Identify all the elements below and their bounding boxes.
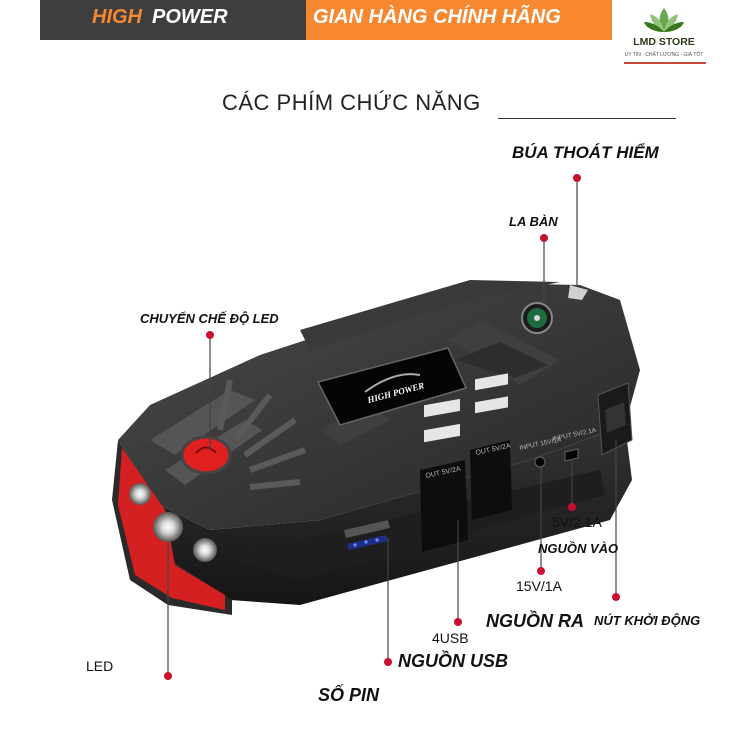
micro-usb-input-port[interactable]: [564, 448, 579, 462]
usb-port-4[interactable]: [475, 396, 508, 414]
battery-indicator: [344, 520, 390, 550]
brand-power-text: POWER: [152, 6, 228, 28]
logo-underline: [624, 62, 706, 64]
label-battery-level: SỐ PIN: [318, 685, 380, 705]
led-lens-2: [153, 512, 183, 542]
device-front-face: [160, 425, 632, 605]
store-name: LMD STORE: [633, 36, 695, 48]
store-logo: LMD STORE UY TÍN · CHẤT LƯỢNG · GIÁ TỐT: [618, 2, 710, 64]
label-usb-power: NGUỒN USB: [398, 651, 509, 671]
label-5v-input: 5V/2.1A: [552, 514, 602, 530]
escape-hammer: [568, 285, 588, 300]
brand-banner: [40, 0, 306, 40]
store-banner: [306, 0, 612, 40]
led-lens-3: [193, 538, 217, 562]
dc-input-port[interactable]: [534, 456, 546, 468]
label-led: LED: [86, 658, 114, 674]
compass: [521, 302, 553, 334]
store-slogan: GIAN HÀNG CHÍNH HÃNG: [313, 6, 561, 28]
usb-port-3[interactable]: [475, 373, 508, 391]
label-compass: LA BÀN: [509, 214, 558, 229]
label-led-mode: CHUYỂN CHẾ ĐỘ LED: [140, 311, 279, 326]
label-output-power: NGUỒN RA: [486, 611, 584, 631]
label-start-button: NÚT KHỞI ĐỘNG: [594, 613, 701, 628]
usb-port-1[interactable]: [424, 398, 460, 418]
lotus-icon: [644, 8, 684, 32]
store-tagline: UY TÍN · CHẤT LƯỢNG · GIÁ TỐT: [624, 52, 704, 58]
led-lens-1: [129, 483, 151, 505]
label-input-power: NGUỒN VÀO: [538, 541, 619, 556]
brand-high-text: HIGH: [92, 6, 142, 28]
title-rule: [498, 118, 676, 119]
usb-ports: OUT 5V/2A OUT 5V/2A: [420, 373, 512, 552]
pointer-lines: [164, 174, 620, 680]
led-mode-button[interactable]: [180, 435, 232, 475]
label-15v-input: 15V/1A: [516, 578, 562, 594]
device-badge: HIGH POWER: [316, 347, 468, 426]
led-lamp-panel: [112, 440, 232, 615]
start-button[interactable]: [597, 382, 633, 456]
label-4usb: 4USB: [432, 630, 469, 646]
section-title: CÁC PHÍM CHỨC NĂNG: [222, 90, 481, 115]
label-escape-hammer: BÚA THOÁT HIỂM: [512, 143, 659, 162]
usb-port-2[interactable]: [424, 423, 460, 443]
